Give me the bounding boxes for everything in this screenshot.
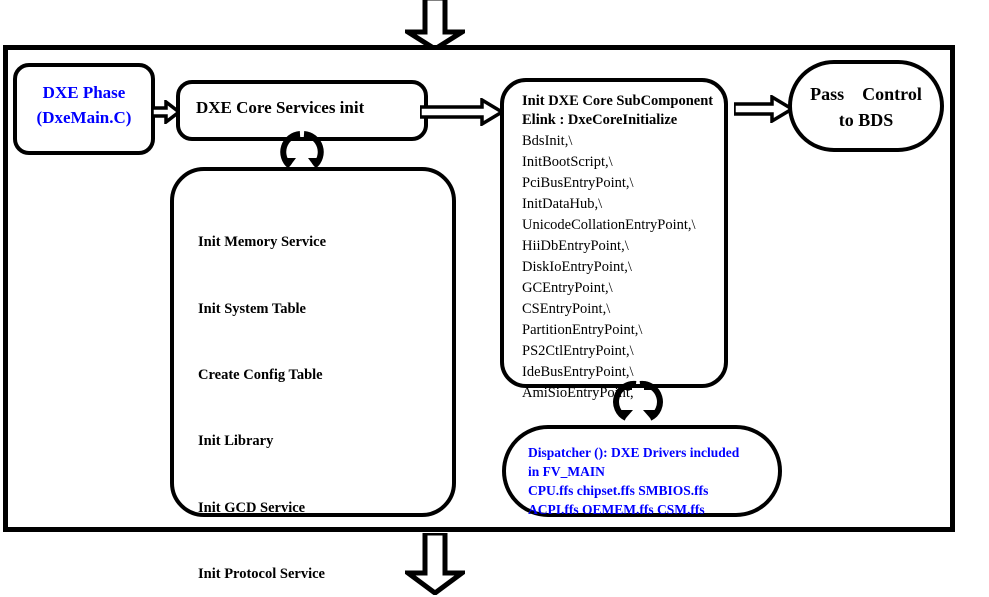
- list-item: DiskIoEntryPoint,\: [522, 259, 632, 276]
- list-item: PciBusEntryPoint,\: [522, 175, 634, 192]
- node-init-service-list[interactable]: Init Memory Service Init System Table Cr…: [170, 167, 456, 582]
- node-core-services-init-label: DXE Core Services init: [196, 98, 365, 117]
- right-block-arrow-subcomponent-to-bds: [734, 95, 794, 123]
- list-item: Create Config Table: [198, 366, 323, 383]
- list-item: Init Library: [198, 433, 274, 450]
- dispatcher-text: Dispatcher (): DXE Drivers included in F…: [528, 443, 764, 519]
- list-item: Init GCD Service: [198, 499, 306, 516]
- dxe-phase-outer-frame: [3, 45, 955, 532]
- down-block-arrow-bottom: [405, 533, 465, 595]
- list-item: PS2CtlEntryPoint,\: [522, 343, 634, 360]
- list-item: UnicodeCollationEntryPoint,\: [522, 217, 696, 234]
- list-item: Init System Table: [198, 300, 306, 317]
- dispatcher-line-2: in FV_MAIN: [528, 464, 605, 480]
- right-block-arrow-phase-to-core: [152, 100, 180, 124]
- list-item: InitDataHub,\: [522, 196, 603, 213]
- list-item: IdeBusEntryPoint,\: [522, 364, 634, 381]
- list-item: Init Memory Service: [198, 234, 327, 251]
- loop-arrow-icon-core-services: [276, 128, 328, 176]
- list-item: AmiSioEntryPoint,: [522, 385, 634, 402]
- node-core-services-init[interactable]: DXE Core Services init: [176, 80, 428, 141]
- dispatcher-line-1: Dispatcher (): DXE Drivers included: [528, 445, 740, 460]
- list-item: GCEntryPoint,\: [522, 280, 613, 297]
- dispatcher-line-3: CPU.ffs chipset.ffs SMBIOS.ffs: [528, 483, 709, 499]
- node-dispatcher-drivers[interactable]: Dispatcher (): DXE Drivers included in F…: [502, 425, 782, 517]
- list-item: CSEntryPoint,\: [522, 301, 611, 318]
- right-block-arrow-core-to-subcomponent: [420, 98, 504, 126]
- loop-arrow-icon-dispatcher: [612, 378, 664, 428]
- subcomponent-entry-list: BdsInit,\ InitBootScript,\ PciBusEntryPo…: [522, 131, 696, 404]
- list-item: HiiDbEntryPoint,\: [522, 238, 629, 255]
- list-item: PartitionEntryPoint,\: [522, 322, 643, 339]
- dispatcher-line-4: ACPI.ffs OEMEM.ffs CSM.ffs: [528, 502, 705, 518]
- list-item: BdsInit,\: [522, 133, 573, 149]
- list-item: InitBootScript,\: [522, 154, 613, 171]
- node-dxe-phase-label: DXE Phase(DxeMain.C): [36, 83, 132, 127]
- node-dxe-phase[interactable]: DXE Phase(DxeMain.C): [13, 63, 155, 155]
- list-item: Init Protocol Service: [198, 565, 325, 582]
- init-service-list: Init Memory Service Init System Table Cr…: [198, 187, 444, 597]
- down-block-arrow-top: [405, 0, 465, 50]
